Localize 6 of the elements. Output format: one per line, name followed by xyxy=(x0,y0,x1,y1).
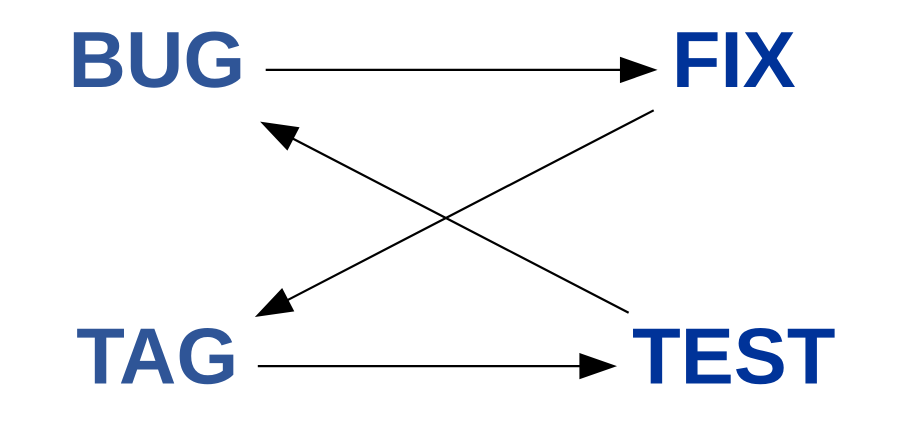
node-text: BUG xyxy=(68,15,246,104)
node-text: TEST xyxy=(632,311,836,400)
arrow xyxy=(258,352,617,380)
node-text: FIX xyxy=(672,15,796,104)
node-text: TAG xyxy=(76,311,238,400)
arrow xyxy=(266,56,658,84)
